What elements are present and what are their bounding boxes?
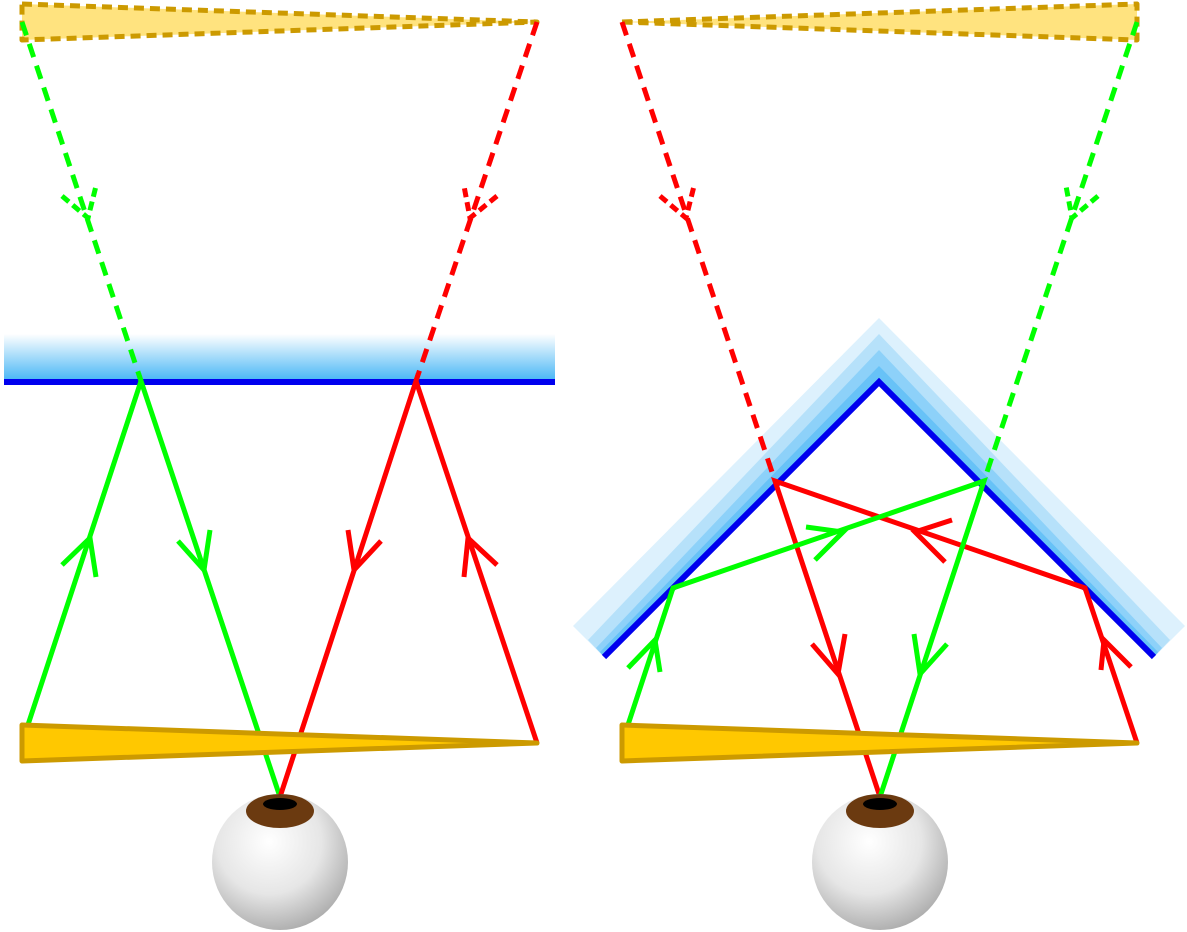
- mirror-line-right: [601, 377, 1157, 660]
- object-left: [19, 722, 540, 764]
- arrowhead-icon: [461, 185, 499, 223]
- arrowhead-icon: [910, 517, 953, 564]
- arrowhead-icon: [658, 185, 697, 223]
- arrowhead-icon: [1098, 634, 1133, 671]
- arrowhead-icon: [1063, 185, 1100, 223]
- arrowhead-icon: [60, 532, 99, 578]
- virtual-ray-red-left: [413, 21, 540, 382]
- ray-green-right: [619, 476, 988, 798]
- mirror-glow-left: [4, 334, 555, 382]
- virtual-ray-green-left: [19, 21, 144, 382]
- arrowhead-icon: [345, 529, 383, 576]
- arrowhead-icon: [60, 185, 99, 223]
- object-right: [619, 722, 1140, 764]
- arrowhead-icon: [176, 529, 213, 576]
- eye-icon: [812, 794, 948, 930]
- arrowhead-icon: [461, 532, 499, 578]
- virtual-image-right: [619, 1, 1140, 43]
- arrowhead-icon: [911, 633, 949, 680]
- ray-red-left: [277, 373, 540, 798]
- eye-icon: [212, 794, 348, 930]
- mirror-glow-right: [573, 318, 1185, 657]
- virtual-ray-green-right: [981, 21, 1140, 482]
- panel-corner-mirror: [573, 1, 1185, 930]
- panel-single-mirror: [4, 1, 555, 930]
- ray-green-left: [19, 373, 283, 798]
- arrowhead-icon: [810, 633, 848, 680]
- arrowhead-icon: [805, 524, 849, 562]
- arrowhead-icon: [626, 634, 663, 673]
- ray-red-right: [771, 476, 1140, 798]
- virtual-ray-red-right: [619, 21, 778, 482]
- virtual-image-left: [19, 1, 540, 43]
